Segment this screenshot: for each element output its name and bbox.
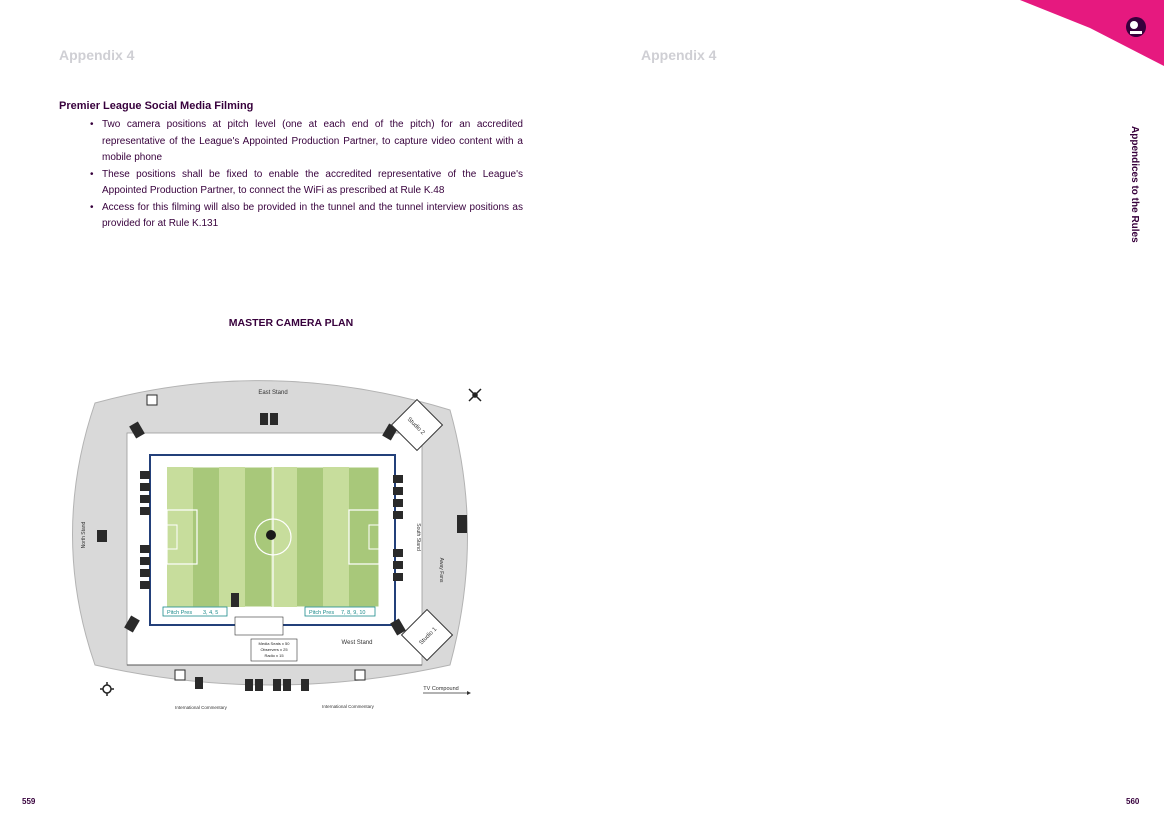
bullet-list: Two camera positions at pitch level (one…	[90, 117, 523, 233]
bullet-item: Access for this filming will also be pro…	[90, 200, 523, 233]
away-fans-label: Away Fans	[438, 558, 444, 583]
spidercam-icon	[100, 682, 114, 696]
pitch-pres-right-label: Pitch Pres	[309, 610, 334, 616]
section-title: Premier League Social Media Filming	[59, 100, 254, 112]
media-seats-box	[250, 638, 298, 662]
corner-ribbon	[1020, 0, 1164, 66]
page-number-right: 560	[1126, 797, 1140, 806]
bullet-item: These positions shall be fixed to enable…	[90, 167, 523, 200]
appendix-label-left: Appendix 4	[59, 47, 135, 63]
appendix-label-right: Appendix 4	[641, 47, 717, 63]
studio-1-box: Studio 1	[400, 608, 454, 662]
page-number-left: 559	[22, 797, 36, 806]
pitch-pres-left-box	[162, 606, 228, 617]
bullet-item: Two camera positions at pitch level (one…	[90, 117, 523, 167]
intl-commentary-right-label: International Commentary	[322, 704, 375, 709]
media-seats-label: Media Seats x 50	[259, 641, 291, 646]
intl-commentary-left-label: International Commentary	[175, 705, 228, 710]
camera-stack-right	[393, 475, 467, 581]
tunnel-area	[234, 616, 284, 636]
tv-compound-label: TV Compound	[423, 686, 458, 692]
centre-camera-icon	[266, 530, 276, 540]
pitch-pres-right-numbers: 7, 8, 9, 10	[341, 610, 365, 616]
pitch-pres-left-label: Pitch Pres	[167, 610, 192, 616]
south-stand-label: South Stand	[415, 523, 421, 551]
camera-group-west	[124, 593, 406, 691]
east-stand-label: East Stand	[258, 390, 287, 396]
radio-label: Radio x 15	[264, 653, 284, 658]
plan-title: MASTER CAMERA PLAN	[228, 317, 354, 329]
camera-stack-left	[97, 471, 150, 589]
north-stand-label: North Stand	[81, 521, 87, 548]
west-stand-label: West Stand	[342, 640, 373, 646]
drone-icon	[468, 388, 482, 402]
pitch-pres-right-box	[304, 606, 376, 617]
side-label: Appendices to the Rules	[1129, 126, 1140, 243]
studio-2-box: Studio 2	[390, 398, 444, 452]
observers-label: Observers x 25	[260, 647, 288, 652]
premier-league-lion-icon	[1126, 17, 1146, 37]
pitch-pres-left-numbers: 3, 4, 5	[203, 610, 218, 616]
camera-plan-diagram: Studio 2 Studio 1 Pitch Pres 3, 4, 5 Pit…	[72, 380, 482, 710]
